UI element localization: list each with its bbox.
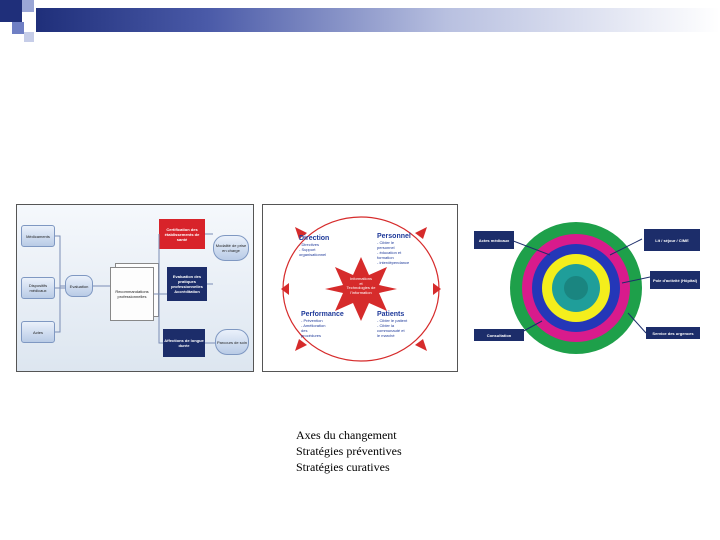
flow-connectors (55, 233, 215, 344)
decor-square (22, 0, 34, 12)
quadrant-graphic (281, 216, 441, 362)
box-prise-en-charge: Modalité de prise en charge (213, 235, 249, 261)
rings-graphic (507, 222, 651, 354)
center-label: Informations et Technologies de l'inform… (346, 276, 376, 295)
label-lit-sejour: Lit / séjour / CIME (644, 229, 700, 251)
box-parcours: Parcours de soin (215, 329, 249, 355)
box-ald: Affections de longue durée (163, 329, 205, 357)
decor-square (12, 22, 24, 34)
label-consultation: Consultation (474, 329, 524, 341)
header-bar (36, 8, 720, 32)
caption-line: Axes du changement (296, 428, 397, 442)
box-actes: Actes (21, 321, 55, 343)
center-star (325, 257, 397, 321)
box-evaluation: Evaluation (65, 275, 93, 297)
label-pole-activite: Pole d'activité (Hôpital) (650, 271, 700, 289)
box-recommandations: Recommandations professionnelles (110, 267, 154, 321)
box-epp: Evaluation des pratiques professionnelle… (167, 267, 207, 301)
box-certification: Certification des établissements de sant… (159, 219, 205, 249)
figure-process-diagram: Médicaments Dispositifs médicaux Actes E… (16, 204, 254, 372)
decor-square (0, 0, 22, 22)
figure-quadrant-diagram: Direction - Directives - Support organis… (262, 204, 458, 372)
caption-block: Axes du changement Stratégies préventive… (296, 427, 402, 475)
label-service-urgences: Service des urgences (646, 327, 700, 339)
quadrant-performance: Performance - Prévention - Amélioration … (301, 311, 344, 338)
ring-core (564, 276, 588, 300)
figure-concentric-rings: Actes médicaux Consultation Lit / séjour… (472, 221, 702, 355)
decor-square (24, 32, 34, 42)
quadrant-direction: Direction - Directives - Support organis… (299, 235, 330, 257)
quadrant-personnel: Personnel - Cibler le personnel - éducat… (377, 233, 411, 265)
quadrant-patients: Patients - Cibler le patient - Cibler la… (377, 311, 408, 338)
caption-line: Stratégies préventives (296, 444, 402, 458)
caption-line: Stratégies curatives (296, 460, 390, 474)
box-dispositifs: Dispositifs médicaux (21, 277, 55, 299)
box-medicaments: Médicaments (21, 225, 55, 247)
label-actes-medicaux: Actes médicaux (474, 231, 514, 249)
